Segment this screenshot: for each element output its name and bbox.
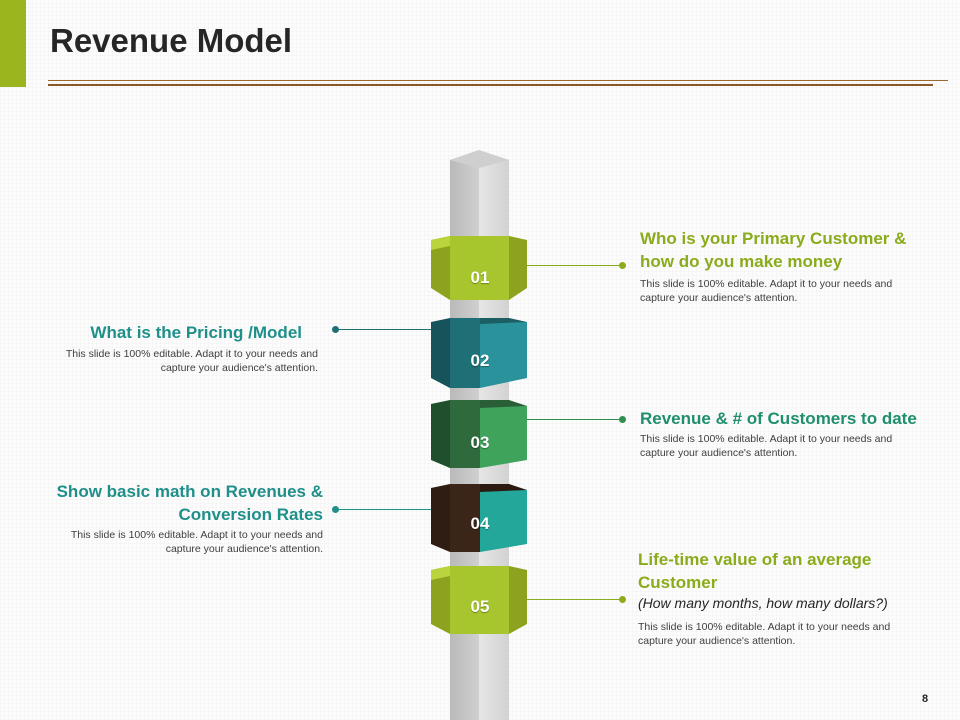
step-number-01: 01	[470, 268, 490, 287]
pillar-top-face	[450, 150, 509, 168]
connector-02	[336, 329, 431, 330]
cube-02	[431, 318, 527, 388]
title-rule	[48, 80, 948, 81]
connector-dot-05	[619, 596, 626, 603]
cube-03	[431, 400, 527, 468]
connector-05	[527, 599, 623, 600]
page-title: Revenue Model	[50, 22, 293, 59]
step-heading-03: Revenue & # of Customers to date	[640, 409, 917, 428]
cube-04	[431, 484, 527, 552]
cube-05	[431, 566, 527, 634]
connector-dot-04	[332, 506, 339, 513]
step-description-05: This slide is 100% editable. Adapt it to…	[638, 621, 891, 647]
step-number-02: 02	[470, 351, 490, 370]
step-description-04: This slide is 100% editable. Adapt it to…	[70, 529, 323, 555]
connector-dot-01	[619, 262, 626, 269]
connector-03	[527, 419, 623, 420]
connector-04	[336, 509, 431, 510]
step-heading-01: Who is your Primary Customer & how do yo…	[640, 229, 907, 271]
step-number-05: 05	[470, 597, 490, 616]
step-number-03: 03	[470, 433, 490, 452]
accent-bar	[0, 0, 26, 87]
step-heading-05: Life-time value of an average Customer	[638, 550, 872, 592]
step-heading-02: What is the Pricing /Model	[90, 323, 302, 342]
step-heading-04: Show basic math on Revenues & Conversion…	[56, 482, 323, 524]
title-rule-thick	[48, 84, 933, 86]
step-description-02: This slide is 100% editable. Adapt it to…	[65, 348, 318, 374]
step-description-01: This slide is 100% editable. Adapt it to…	[640, 278, 893, 304]
cube-01	[431, 236, 527, 300]
connector-dot-03	[619, 416, 626, 423]
connector-01	[527, 265, 623, 266]
step-number-04: 04	[470, 514, 490, 533]
page-number: 8	[922, 693, 929, 705]
step-subheading-05: (How many months, how many dollars?)	[638, 595, 888, 611]
connector-dot-02	[332, 326, 339, 333]
step-description-03: This slide is 100% editable. Adapt it to…	[640, 433, 893, 459]
